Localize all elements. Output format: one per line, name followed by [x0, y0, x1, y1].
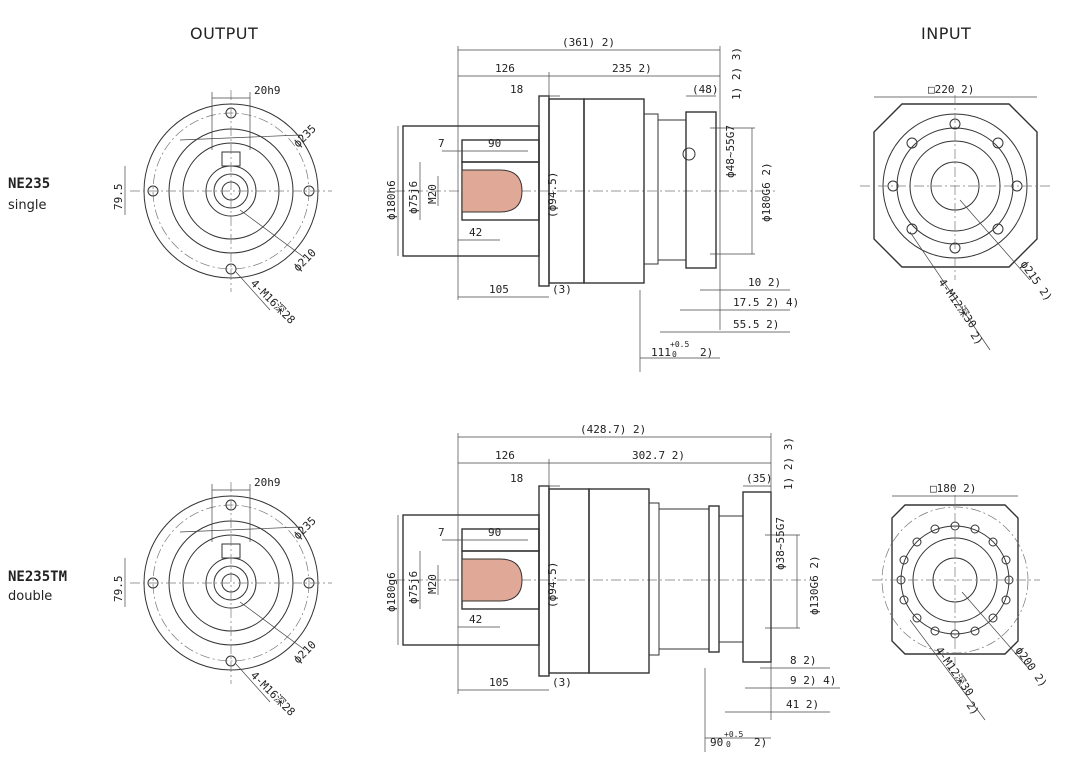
- side-view-1: (361) 2) 126 235 2) 18 (48) 1) 2) 3) 7 9…: [385, 36, 799, 372]
- input-view-1: □220 2) ϕ215 2) 4-M12深30 2): [860, 83, 1055, 351]
- model-name-2: NE235TM: [8, 569, 68, 585]
- side1-shoulder: 18: [510, 83, 523, 96]
- out2-holes: 4-M16深28: [248, 669, 298, 719]
- side2-overall: (428.7) 2): [580, 423, 646, 436]
- side1-dmid: (ϕ94.5): [546, 172, 559, 218]
- output-header: OUTPUT: [190, 24, 259, 43]
- in1-holes: 4-M12深30: [936, 276, 980, 330]
- in1-square: □220 2): [928, 83, 974, 96]
- side1-right: 235 2): [612, 62, 652, 75]
- output-view-1: 20h9 ϕ235 79.5 ϕ210 4-M16深28: [112, 84, 332, 327]
- side1-threadlen: 42: [469, 226, 482, 239]
- side2-threadlen: 42: [469, 613, 482, 626]
- side1-dflange: ϕ180h6: [385, 180, 398, 220]
- input-view-2: □180 2) ϕ200 2) 4-M12深30 2): [872, 482, 1050, 721]
- side-view-2: (428.7) 2) 126 302.7 2) 18 (35) 1) 2) 3)…: [385, 423, 840, 752]
- side1-dimd: 111: [651, 346, 671, 359]
- side2-dflange: ϕ180g6: [385, 572, 398, 612]
- input-header: INPUT: [921, 24, 972, 43]
- out1-key: 20h9: [254, 84, 281, 97]
- side2-thread: M20: [426, 574, 439, 594]
- model-name-1: NE235: [8, 176, 51, 192]
- side1-dimb: 17.5 2) 4): [733, 296, 799, 309]
- side2-gap: (3): [552, 676, 572, 689]
- side2-motorshaft: ϕ38~55G7: [774, 517, 787, 570]
- side2-right: 302.7 2): [632, 449, 685, 462]
- side2-base: 105: [489, 676, 509, 689]
- in1-pcd: ϕ215 2): [1018, 258, 1055, 303]
- side2-key: 90: [488, 526, 501, 539]
- side1-dimc: 55.5 2): [733, 318, 779, 331]
- side2-shoulder: 18: [510, 472, 523, 485]
- side1-left: 126: [495, 62, 515, 75]
- side1-dimd-note: 2): [700, 346, 713, 359]
- side2-dima: 8 2): [790, 654, 817, 667]
- side1-dshaft: ϕ75j6: [407, 181, 420, 214]
- in2-pcd: ϕ200 2): [1013, 644, 1050, 689]
- side1-notes: 1) 2) 3): [730, 47, 743, 100]
- side2-dimd-note: 2): [754, 736, 767, 749]
- in2-holes-note: 2): [964, 699, 982, 717]
- side2-dshaft: ϕ75j6: [407, 571, 420, 604]
- side1-key: 90: [488, 137, 501, 150]
- out1-holes: 4-M16深28: [248, 277, 298, 327]
- in1-holes-note: 2): [968, 329, 986, 347]
- side1-dima: 10 2): [748, 276, 781, 289]
- out1-height: 79.5: [112, 184, 125, 211]
- side1-gap: (3): [552, 283, 572, 296]
- out2-height: 79.5: [112, 576, 125, 603]
- side2-offset: 7: [438, 526, 445, 539]
- side1-dimd-low: 0: [672, 350, 677, 359]
- side2-adapter: (35): [746, 472, 773, 485]
- in2-square: □180 2): [930, 482, 976, 495]
- side2-motorpilot: ϕ130G6 2): [808, 555, 821, 615]
- side2-dimc: 41 2): [786, 698, 819, 711]
- side1-adapter: (48): [692, 83, 719, 96]
- side2-dimb: 9 2) 4): [790, 674, 836, 687]
- model-type-2: double: [8, 589, 53, 604]
- side1-motorshaft: ϕ48~55G7: [724, 125, 737, 178]
- side1-dimd-tol: +0.5: [670, 340, 689, 349]
- side2-left: 126: [495, 449, 515, 462]
- side1-overall: (361) 2): [562, 36, 615, 49]
- side2-dimd-low: 0: [726, 740, 731, 749]
- side1-motorpilot: ϕ180G6 2): [760, 162, 773, 222]
- side2-notes: 1) 2) 3): [782, 437, 795, 490]
- side1-thread: M20: [426, 184, 439, 204]
- out2-key: 20h9: [254, 476, 281, 489]
- model-type-1: single: [8, 198, 47, 213]
- side1-offset: 7: [438, 137, 445, 150]
- output-view-2: 20h9 ϕ235 79.5 ϕ210 4-M16深28: [112, 476, 332, 719]
- side2-dmid: (ϕ94.5): [546, 562, 559, 608]
- in2-holes: 4-M12深30: [933, 644, 977, 698]
- side2-dimd-tol: +0.5: [724, 730, 743, 739]
- side2-dimd: 90: [710, 736, 723, 749]
- side1-base: 105: [489, 283, 509, 296]
